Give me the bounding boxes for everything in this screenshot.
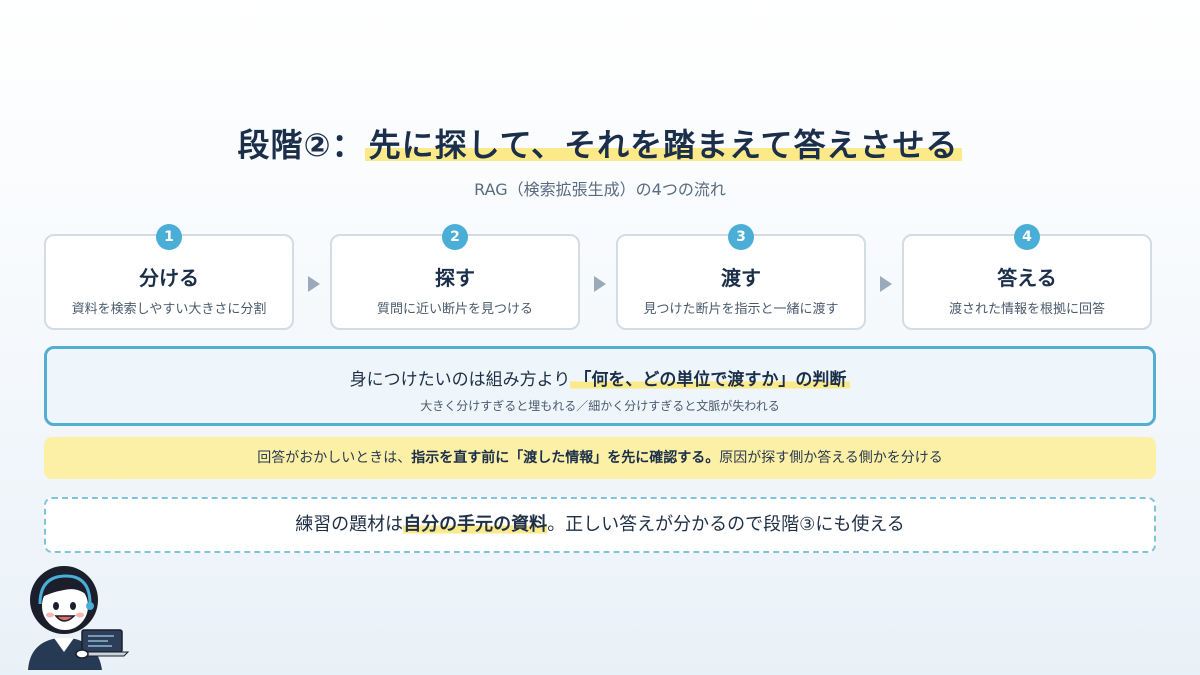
step-title: 答える [997,266,1057,290]
practice-box: 練習の題材は自分の手元の資料。正しい答えが分かるので段階③にも使える [44,497,1156,553]
step-description: 質問に近い断片を見つける [376,302,533,317]
step-card-3: 3 渡す 見つけた断片を指示と一緒に渡す [616,224,866,330]
key-point-emphasis: 「何を、どの単位で渡すか」の判断 [570,370,851,390]
step-number-badge: 3 [728,224,754,250]
step-description: 見つけた断片を指示と一緒に渡す [643,302,839,317]
tip-emphasis: 指示を直す前に「渡した情報」を先に確認する。 [411,450,720,466]
step-description: 資料を検索しやすい大きさに分割 [71,302,267,317]
practice-before: 練習の題材は [295,514,404,535]
arrow-right-icon [594,276,606,292]
step-title: 渡す [721,266,761,290]
tip-box: 回答がおかしいときは、指示を直す前に「渡した情報」を先に確認する。原因が探す側か… [44,437,1156,479]
tip-after: 原因が探す側か答える側かを分ける [719,450,943,466]
practice-after: 。正しい答えが分かるので段階③にも使える [547,514,905,535]
arrow-right-icon [308,276,320,292]
step-number-badge: 1 [156,224,182,250]
key-point-box: 身につけたいのは組み方より「何を、どの単位で渡すか」の判断 大きく分けすぎると埋… [44,346,1156,426]
page-title: 段階②：先に探して、それを踏まえて答えさせる [0,120,1200,166]
step-card-1: 1 分ける 資料を検索しやすい大きさに分割 [44,224,294,330]
title-prefix: 段階②： [237,126,365,164]
step-number-badge: 4 [1014,224,1040,250]
step-card-2: 2 探す 質問に近い断片を見つける [330,224,580,330]
page-subtitle: RAG（検索拡張生成）の4つの流れ [474,180,726,199]
key-point-lead: 身につけたいのは組み方より [349,370,571,390]
step-title: 分ける [139,266,199,290]
mascot-illustration [28,566,130,670]
step-card-4: 4 答える 渡された情報を根拠に回答 [902,224,1152,330]
arrow-right-icon [880,276,892,292]
title-highlight: 先に探して、それを踏まえて答えさせる [364,126,963,164]
practice-emphasis: 自分の手元の資料 [403,514,548,535]
step-number-badge: 2 [442,224,468,250]
tip-before: 回答がおかしいときは、 [257,450,412,466]
key-point-subtext: 大きく分けすぎると埋もれる／細かく分けすぎると文脈が失われる [420,399,780,413]
step-description: 渡された情報を根拠に回答 [948,302,1105,317]
step-title: 探す [435,266,475,290]
key-point-text: 身につけたいのは組み方より「何を、どの単位で渡すか」の判断 [47,365,1153,390]
